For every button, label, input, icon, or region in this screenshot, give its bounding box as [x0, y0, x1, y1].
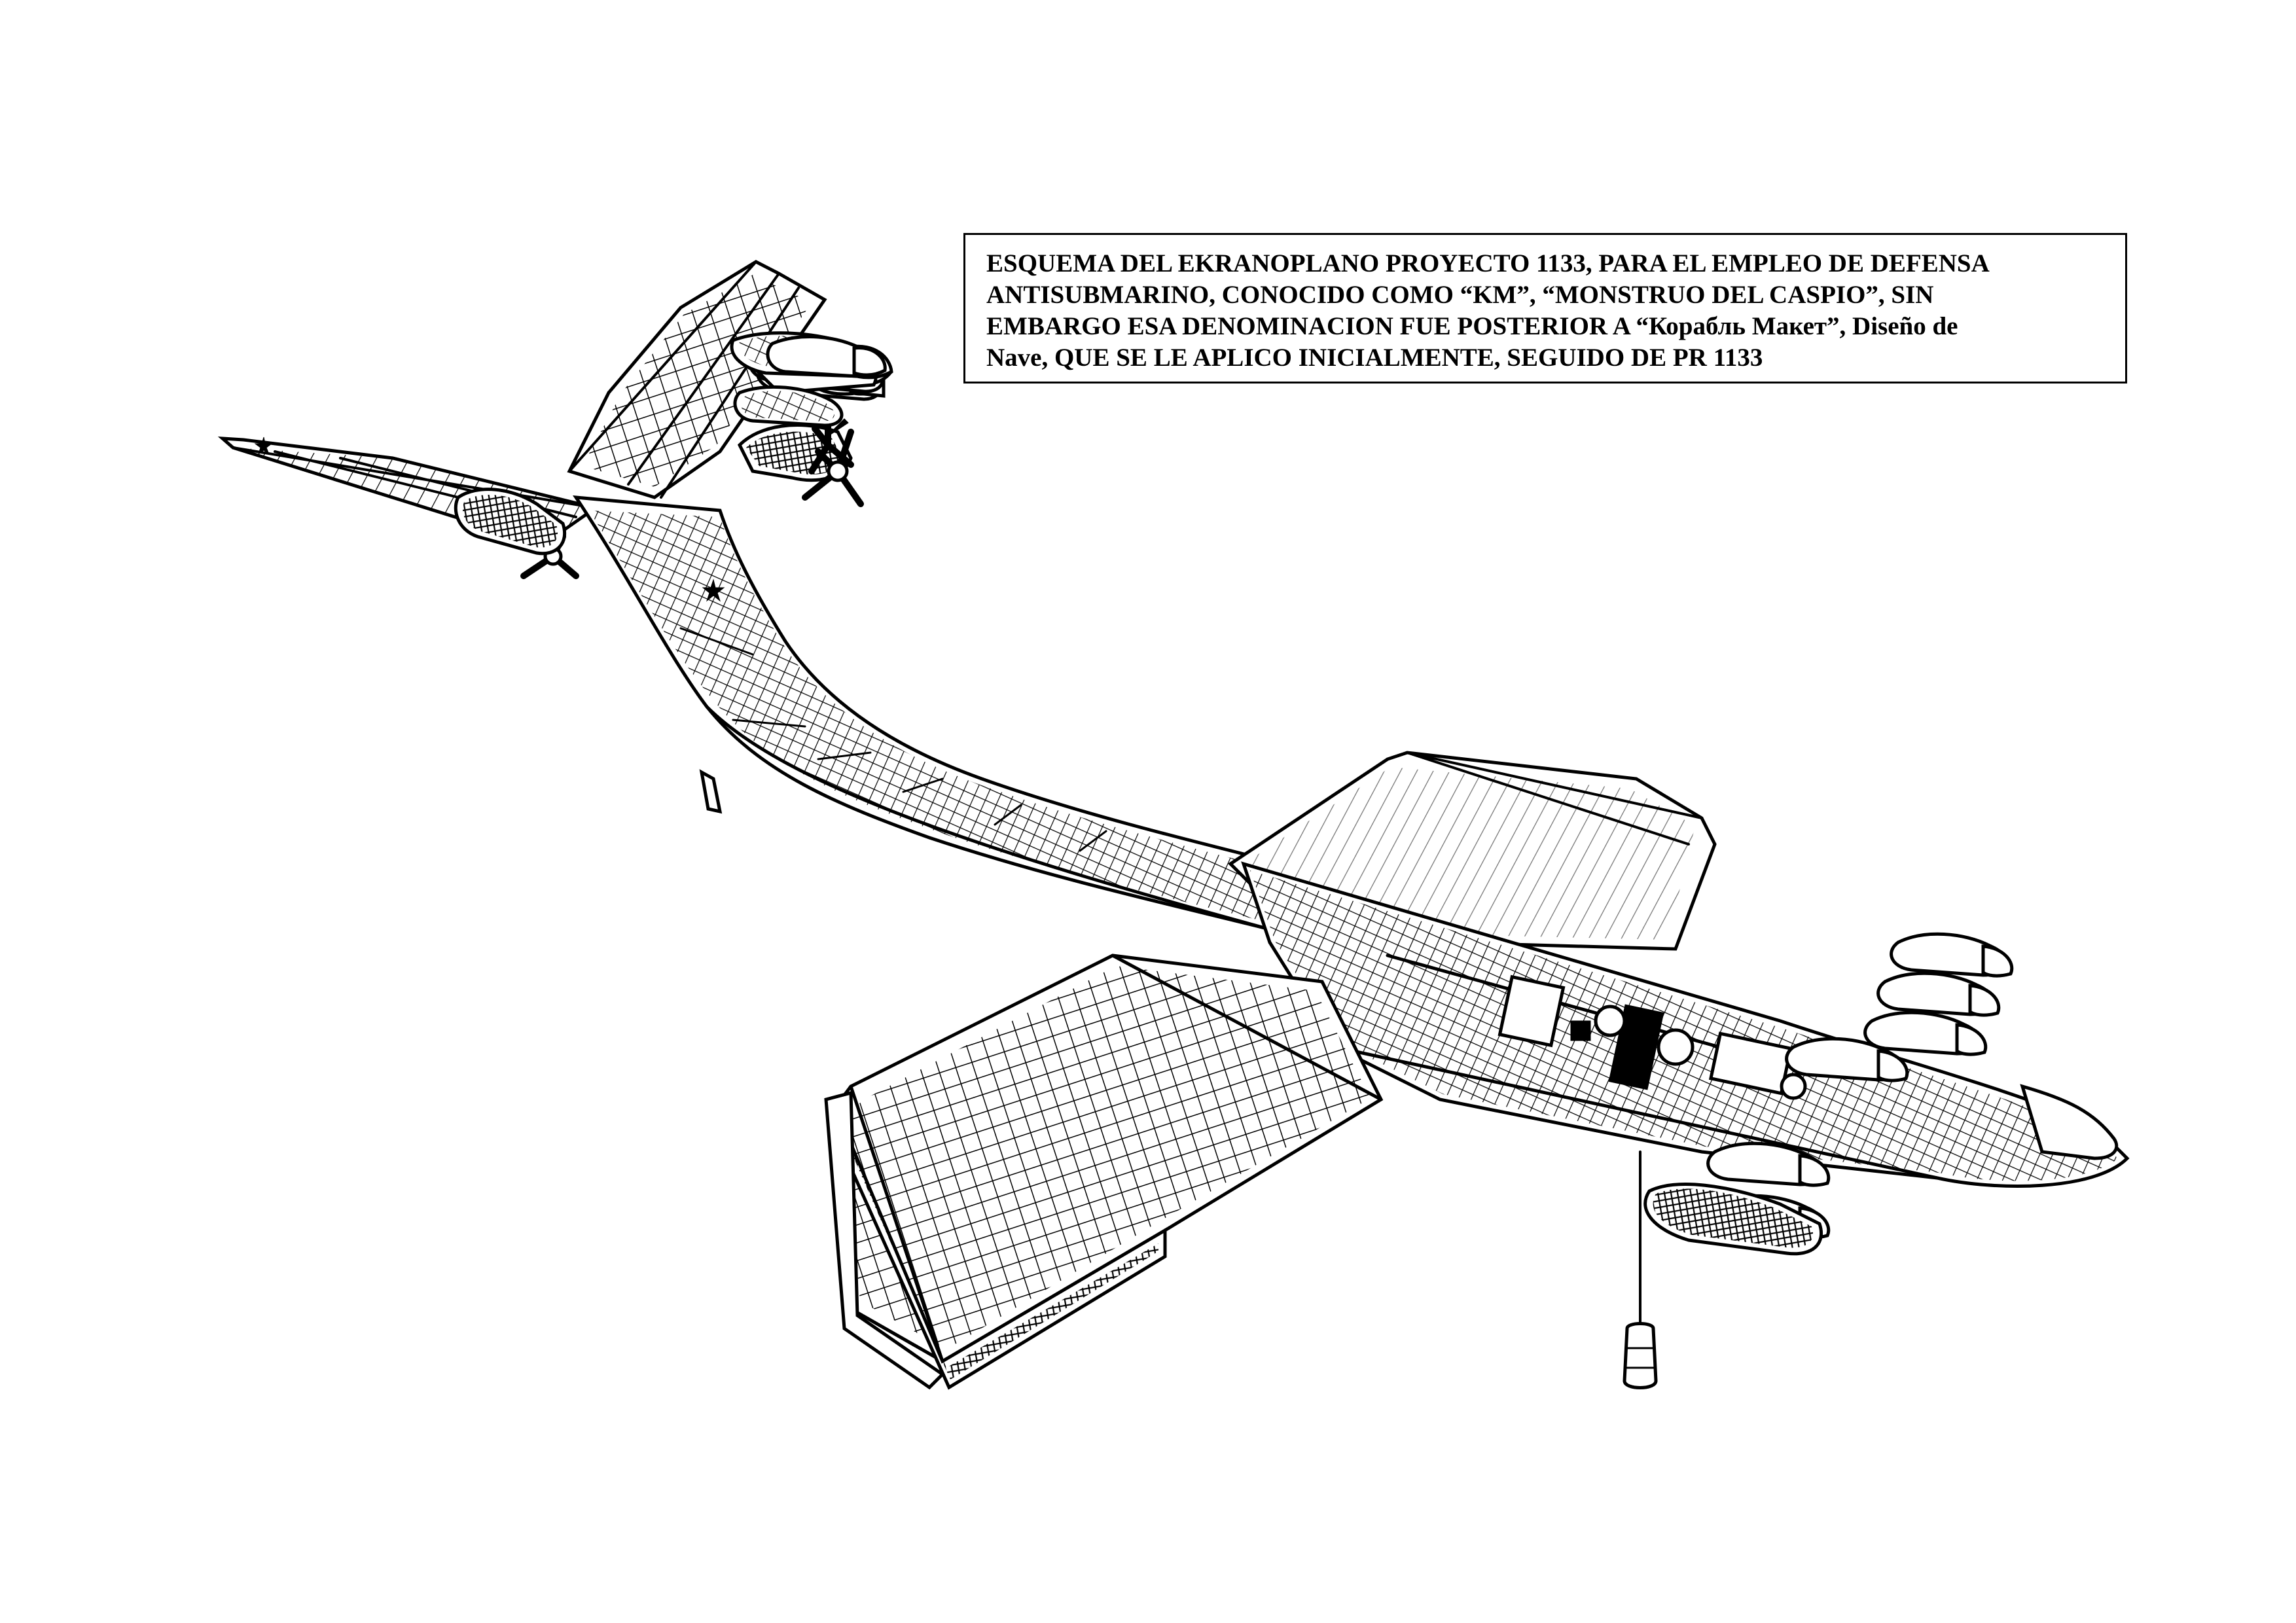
missile-pod-4 — [1785, 1037, 1909, 1082]
missile-pod-3 — [1863, 1010, 1988, 1056]
fin-engine-pod-1 — [766, 335, 887, 378]
dipping-sonar — [1623, 1150, 1658, 1389]
propeller-top — [808, 409, 854, 474]
rear-fuselage — [573, 495, 1285, 932]
missile-pod-1 — [1890, 932, 2014, 978]
caption-box: ESQUEMA DEL EKRANOPLANO PROYECTO 1133, P… — [963, 233, 2127, 383]
left-tail-engine — [454, 488, 567, 556]
missile-pod-5 — [1706, 1141, 1831, 1187]
missile-pod-2 — [1876, 971, 2001, 1017]
left-main-wing — [824, 954, 1384, 1390]
caption-line-1: ESQUEMA DEL EKRANOPLANO PROYECTO 1133, P… — [986, 249, 1990, 277]
main-fuselage — [1241, 861, 2130, 1188]
fin-engine-pod-2 — [733, 385, 844, 427]
caption-line-4: Nave, QUE SE LE APLICO INICIALMENTE, SEG… — [986, 344, 1763, 372]
tail-fin — [567, 260, 827, 499]
caption-line-2: ANTISUBMARINO, CONOCIDO COMO “KM”, “MONS… — [986, 281, 1934, 309]
caption-line-3: EMBARGO ESA DENOMINACION FUE POSTERIOR A… — [986, 312, 1958, 340]
lower-float — [1643, 1183, 1823, 1256]
